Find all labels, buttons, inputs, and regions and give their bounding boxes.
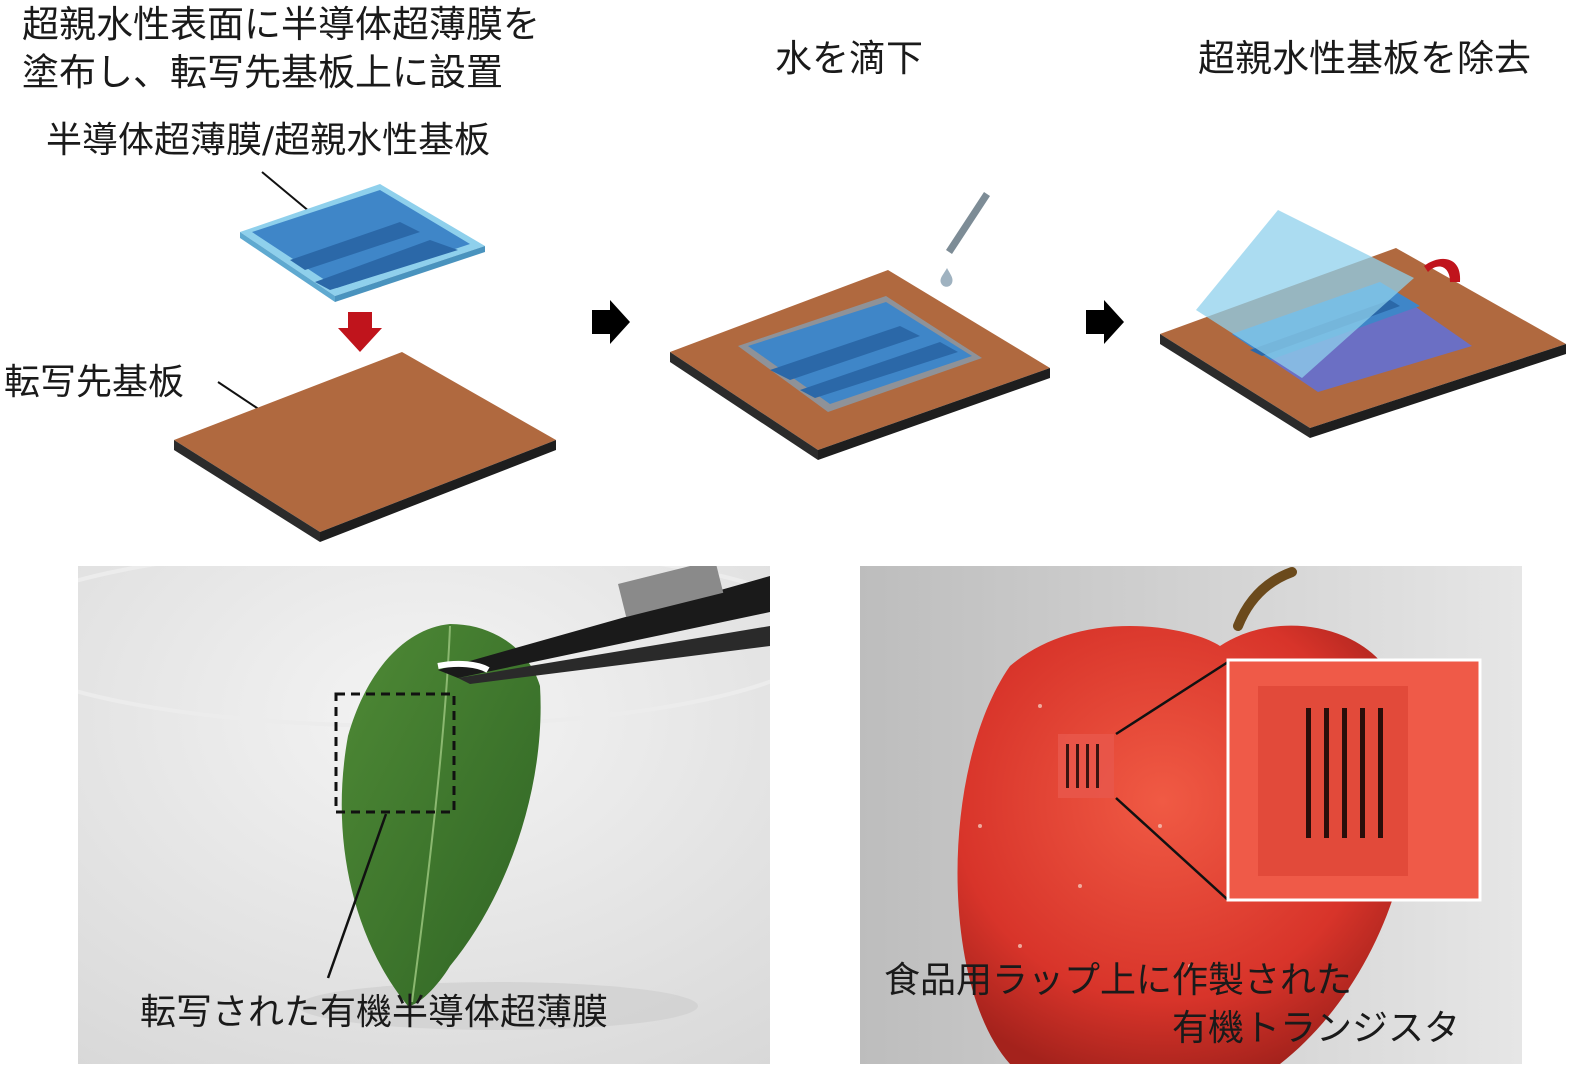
transfer-process-diagram: [174, 171, 1566, 542]
zoom-line-top: [1115, 660, 1229, 736]
apple-stem: [1233, 567, 1297, 631]
step1-title-line2: 塗布し、転写先基板上に設置: [22, 51, 503, 94]
leaf-caption-leader: [326, 813, 388, 979]
leaf-caption: 転写された有機半導体超薄膜: [140, 992, 609, 1033]
step2-title: 水を滴下: [775, 37, 923, 80]
transistor-zoom-inset: [1226, 658, 1482, 902]
water-droplet-icon: [940, 268, 953, 287]
transferred-film-box: [334, 692, 456, 814]
pipette-icon: [940, 192, 990, 287]
apple-photo: 食品用ラップ上に作製された 有機トランジスタ: [860, 566, 1522, 1064]
red-curved-arrow: [1424, 258, 1461, 282]
target-substrate: [174, 352, 556, 542]
black-right-arrow-2: [1086, 300, 1124, 344]
substrate-remove-hydrophilic: [1160, 210, 1566, 438]
black-right-arrow-1: [592, 300, 630, 344]
film-on-hydrophilic-substrate: [240, 184, 485, 302]
apple-caption-line1: 食品用ラップ上に作製された: [884, 960, 1353, 1001]
leaf-photo: 転写された有機半導体超薄膜: [78, 566, 770, 1064]
target-substrate-label: 転写先基板: [4, 362, 185, 403]
apple-caption-line2: 有機トランジスタ: [1172, 1008, 1461, 1049]
tweezers-icon: [437, 566, 770, 684]
substrate-with-water: [670, 270, 1050, 460]
step3-title: 超親水性基板を除去: [1198, 37, 1531, 80]
zoom-line-bottom: [1115, 797, 1229, 901]
leaf-shape: [341, 624, 541, 1006]
film-substrate-label: 半導体超薄膜/超親水性基板: [46, 120, 491, 161]
red-down-arrow: [338, 312, 382, 352]
step1-title-line1: 超親水性表面に半導体超薄膜を: [22, 3, 540, 46]
